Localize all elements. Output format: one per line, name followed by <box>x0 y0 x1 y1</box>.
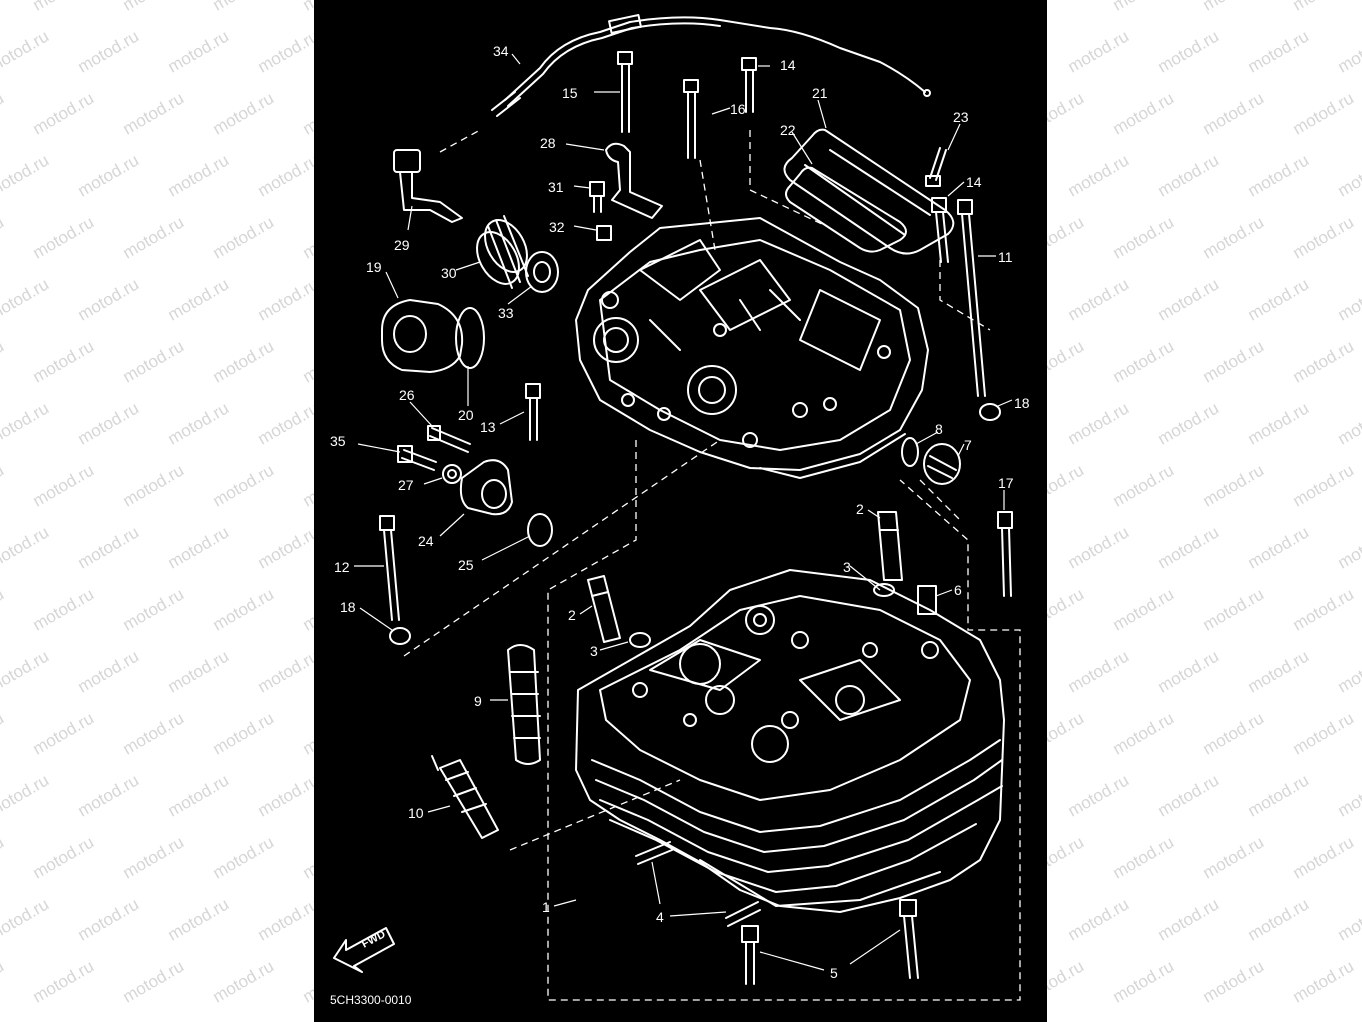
callout-26: 26 <box>399 387 415 403</box>
part-30-spring <box>476 215 529 289</box>
part-15-bolt <box>617 51 633 133</box>
callout-6: 6 <box>954 582 962 598</box>
callout-14-top: 14 <box>780 57 796 73</box>
part-13-bolt <box>525 383 541 441</box>
part-4-stud-right <box>725 901 761 927</box>
callout-20: 20 <box>458 407 474 423</box>
part-7-cap <box>923 443 961 485</box>
callout-35: 35 <box>330 433 346 449</box>
callout-15: 15 <box>562 85 578 101</box>
callout-28: 28 <box>540 135 556 151</box>
part-17-stud <box>997 511 1013 597</box>
part-31-bolt <box>589 181 605 213</box>
part-10-spark-plug <box>431 755 499 839</box>
part-32-washer <box>596 225 612 241</box>
callout-13: 13 <box>480 419 496 435</box>
callout-21: 21 <box>812 85 828 101</box>
part-12-stud <box>379 515 400 621</box>
callout-8: 8 <box>935 421 943 437</box>
part-23-bolt <box>925 147 947 187</box>
part-11-stud <box>957 199 986 397</box>
callout-4: 4 <box>656 909 664 925</box>
callout-7: 7 <box>964 437 972 453</box>
part-14-bolt-top <box>741 57 757 113</box>
part-28-bracket <box>605 142 663 219</box>
fwd-label: FWD <box>360 928 388 950</box>
callout-12: 12 <box>334 559 350 575</box>
part-8-oring <box>901 437 919 467</box>
part-5-bolt-left <box>741 925 759 985</box>
callout-34: 34 <box>493 43 509 59</box>
callout-25: 25 <box>458 557 474 573</box>
part-27-washer <box>442 464 462 484</box>
callout-14-right: 14 <box>966 174 982 190</box>
part-33-seal <box>525 251 559 293</box>
cylinder-head-cover <box>575 217 929 479</box>
part-2-guide-right <box>877 511 903 581</box>
callout-33: 33 <box>498 305 514 321</box>
callout-5: 5 <box>830 965 838 981</box>
callout-30: 30 <box>441 265 457 281</box>
part-19-cap <box>381 299 464 373</box>
callout-22: 22 <box>780 122 796 138</box>
part-18-washer-right <box>979 403 1001 421</box>
part-21-cover <box>783 128 955 255</box>
callout-16: 16 <box>730 101 746 117</box>
part-4-stud-left <box>635 841 673 865</box>
part-6-dowel <box>917 585 937 615</box>
part-14-bolt-right <box>931 197 949 263</box>
callout-17: 17 <box>998 475 1014 491</box>
part-22-gasket <box>785 166 907 253</box>
callout-2-right: 2 <box>856 501 864 517</box>
part-16-bolt <box>683 79 699 159</box>
callout-27: 27 <box>398 477 414 493</box>
part-25-oring <box>527 513 553 547</box>
callout-3-right: 3 <box>843 559 851 575</box>
part-34-cable <box>491 14 931 117</box>
callout-3-left: 3 <box>590 643 598 659</box>
part-1-cylinder-head <box>575 569 1005 913</box>
part-2-guide-left <box>587 575 621 643</box>
callout-31: 31 <box>548 179 564 195</box>
callout-19: 19 <box>366 259 382 275</box>
callout-10: 10 <box>408 805 424 821</box>
part-3-clip-right <box>873 583 895 597</box>
part-3-clip-left <box>629 632 651 648</box>
callout-24: 24 <box>418 533 434 549</box>
callout-1: 1 <box>542 899 550 915</box>
callout-9: 9 <box>474 693 482 709</box>
part-9-boot <box>507 644 541 765</box>
part-5-bolt-right <box>899 899 919 979</box>
callout-23: 23 <box>953 109 969 125</box>
callout-18-left: 18 <box>340 599 356 615</box>
callout-2-left: 2 <box>568 607 576 623</box>
callout-18-right: 18 <box>1014 395 1030 411</box>
part-35-bolt <box>397 445 437 471</box>
callout-29: 29 <box>394 237 410 253</box>
diagram-code: 5CH3300-0010 <box>330 993 412 1007</box>
part-18-washer-left <box>389 627 411 645</box>
callout-32: 32 <box>549 219 565 235</box>
part-26-bolt <box>427 425 471 453</box>
part-29-lever <box>393 149 463 223</box>
part-24-plug <box>459 459 513 516</box>
fwd-arrow-icon <box>333 927 395 973</box>
callout-11: 11 <box>998 249 1013 265</box>
part-20-oring <box>455 307 485 369</box>
